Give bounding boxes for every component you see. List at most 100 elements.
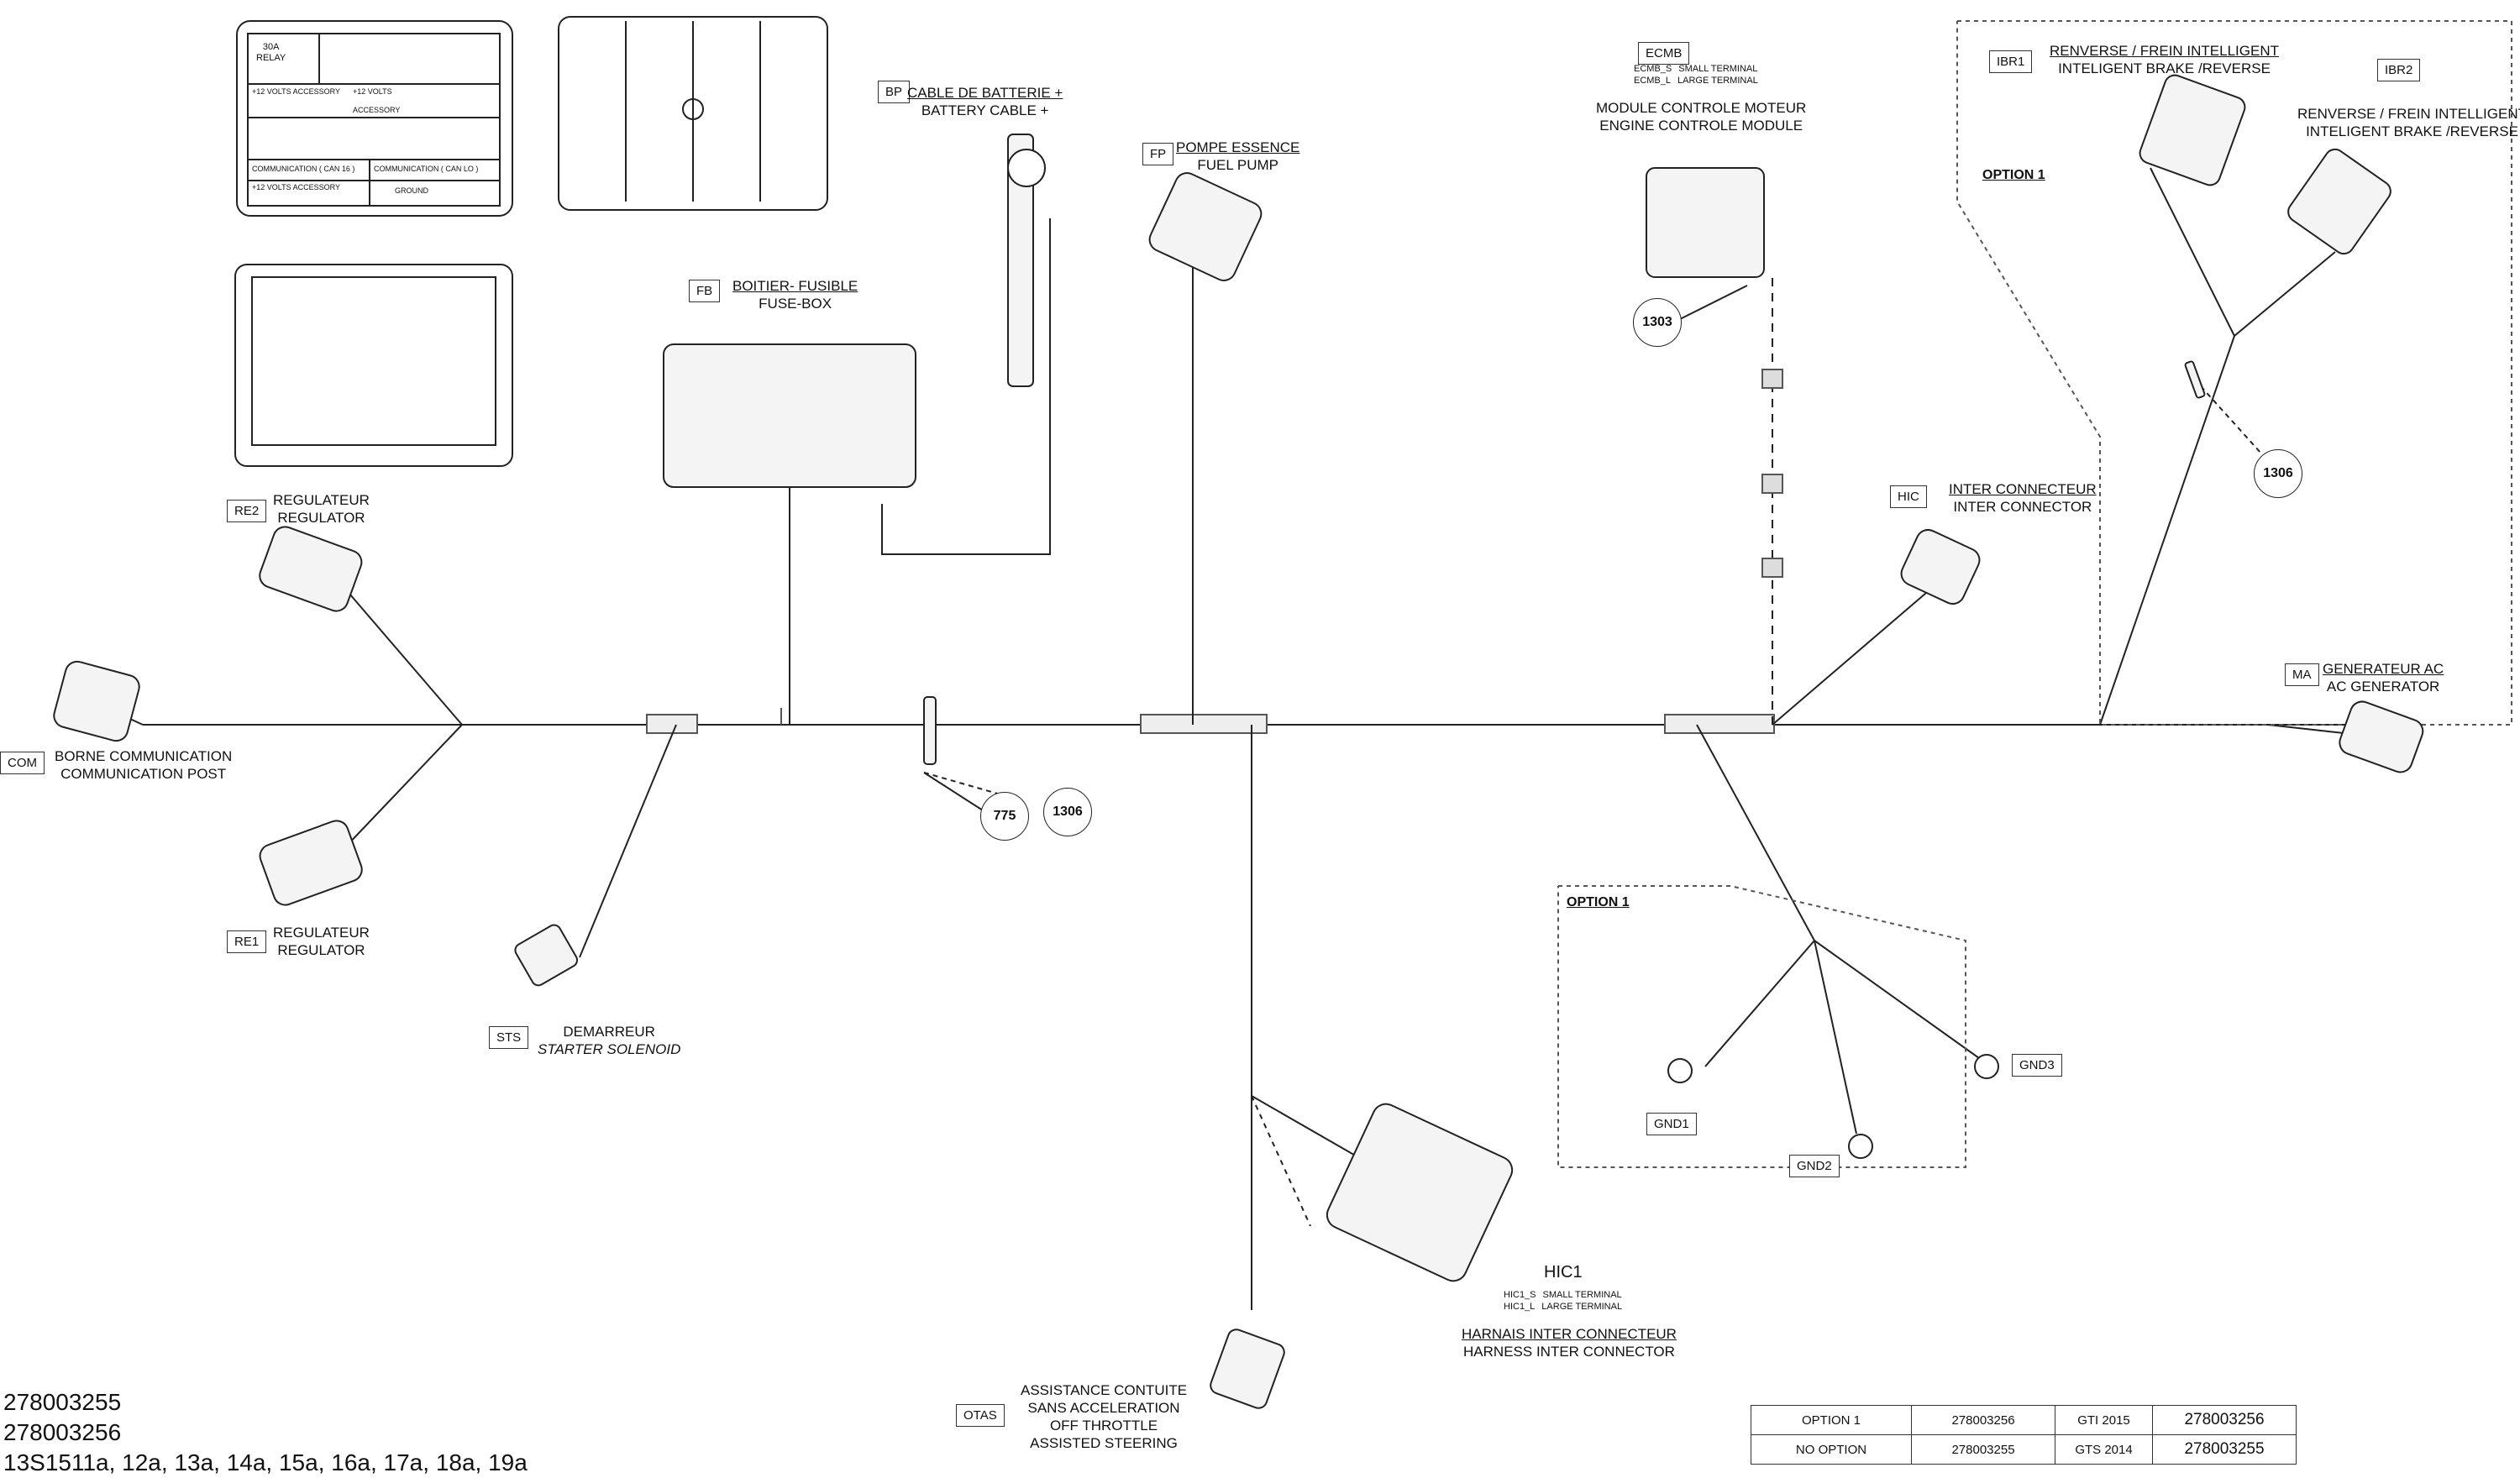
label-ecmb: MODULE CONTROLE MOTEUR ENGINE CONTROLE M… (1596, 99, 1806, 134)
fuse-box-cover (558, 16, 828, 211)
label-bp: CABLE DE BATTERIE + BATTERY CABLE + (907, 84, 1063, 119)
label-ibr2-fr: RENVERSE / FREIN INTELLIGENT (2297, 106, 2520, 122)
part-numbers: 278003255 278003256 13S1511a, 12a, 13a, … (3, 1387, 528, 1478)
code-gnd1: GND1 (1646, 1113, 1697, 1135)
label-sts-fr: DEMARREUR (563, 1024, 655, 1040)
option-label-ground: OPTION 1 (1567, 895, 1630, 909)
relay-label: 30A RELAY (256, 42, 286, 64)
label-otas-en1: OFF THROTTLE (1049, 1418, 1158, 1433)
label-hic: INTER CONNECTEUR INTER CONNECTOR (1949, 480, 2097, 516)
code-ecmb-box: ECMB (1638, 42, 1690, 65)
ecmb-s: SMALL TERMINAL (1678, 64, 1758, 74)
panel-accessory: ACCESSORY (353, 106, 401, 114)
hic1-s-code: HIC1_S (1504, 1290, 1536, 1300)
panel-comm16: COMMUNICATION ( CAN 16 ) (252, 165, 355, 173)
label-fp-fr: POMPE ESSENCE (1176, 139, 1300, 155)
label-hic1-en: HARNESS INTER CONNECTOR (1463, 1344, 1675, 1360)
callout-1303: 1303 (1633, 298, 1682, 347)
sleeve (646, 714, 698, 734)
panel-12v: +12 VOLTS (353, 87, 392, 96)
fuse-relay-panel (236, 20, 513, 217)
ref-row: OPTION 1 278003256 GTI 2015 278003256 (1751, 1405, 2297, 1435)
label-ecmb-en: ENGINE CONTROLE MODULE (1599, 118, 1803, 134)
label-ibr1-fr: RENVERSE / FREIN INTELLIGENT (2050, 43, 2279, 59)
code-fb: FB (689, 280, 721, 302)
label-com-en: COMMUNICATION POST (60, 766, 227, 782)
label-re1: REGULATEUR REGULATOR (273, 924, 370, 959)
ecmb-l-code: ECMB_L (1634, 76, 1672, 86)
hic1-s: SMALL TERMINAL (1542, 1290, 1622, 1300)
label-fb-fr: BOITIER- FUSIBLE (732, 278, 858, 294)
label-com-fr: BORNE COMMUNICATION (55, 748, 233, 764)
code-bp: BP (878, 81, 911, 103)
relay-sub: RELAY (256, 53, 286, 63)
code-re1: RE1 (227, 930, 267, 953)
starter-connector (514, 924, 579, 987)
callout-775: 775 (980, 792, 1029, 841)
callout-1306-top: 1306 (2254, 449, 2302, 498)
ibr2-connector (2287, 148, 2391, 255)
code-hic: HIC (1890, 485, 1927, 508)
part-number-1: 278003255 (3, 1389, 122, 1415)
label-ibr1: RENVERSE / FREIN INTELLIGENT INTELIGENT … (2050, 42, 2279, 77)
ref-row: NO OPTION 278003255 GTS 2014 278003255 (1751, 1434, 2297, 1465)
ref-cell: NO OPTION (1751, 1434, 1912, 1465)
label-ibr2-en: INTELIGENT BRAKE /REVERSE (2306, 123, 2518, 139)
regulator-connector-re1 (259, 820, 363, 906)
ref-cell: OPTION 1 (1751, 1405, 1912, 1435)
code-hic1: HIC1 (1544, 1263, 1583, 1281)
hic1-terminals: HIC1_S SMALL TERMINAL HIC1_L LARGE TERMINA… (1504, 1289, 1622, 1313)
code-re2: RE2 (227, 500, 267, 522)
label-ma-fr: GENERATEUR AC (2323, 661, 2444, 677)
label-otas-fr2: SANS ACCELERATION (1027, 1400, 1180, 1416)
label-hic1: HARNAIS INTER CONNECTEUR HARNESS INTER C… (1462, 1325, 1677, 1360)
label-ma: GENERATEUR AC AC GENERATOR (2323, 660, 2444, 695)
fuse-box-body (663, 343, 916, 488)
reference-table: OPTION 1 278003256 GTI 2015 278003256 NO… (1751, 1405, 2297, 1465)
ecm-connector (1646, 167, 1765, 278)
hic1-l: LARGE TERMINAL (1541, 1302, 1623, 1312)
label-ibr1-en: INTELIGENT BRAKE /REVERSE (2058, 60, 2271, 76)
label-hic-en: INTER CONNECTOR (1953, 499, 2092, 515)
panel-commlo: COMMUNICATION ( CAN LO ) (374, 165, 479, 173)
ac-generator-connector (2339, 700, 2424, 773)
ecmb-l: LARGE TERMINAL (1677, 76, 1758, 86)
hic1-l-code: HIC1_L (1504, 1302, 1536, 1312)
label-hic-fr: INTER CONNECTEUR (1949, 481, 2097, 497)
ref-cell: 278003255 (2152, 1434, 2297, 1465)
option-label-top: OPTION 1 (1982, 168, 2045, 182)
label-re2: REGULATEUR REGULATOR (273, 491, 370, 527)
label-otas: ASSISTANCE CONTUITE SANS ACCELERATION OF… (1021, 1381, 1187, 1452)
label-hic1-fr: HARNAIS INTER CONNECTEUR (1462, 1326, 1677, 1342)
ref-cell: 278003256 (1911, 1405, 2055, 1435)
label-sts: DEMARREUR STARTER SOLENOID (538, 1023, 680, 1058)
ref-cell: GTS 2014 (2055, 1434, 2153, 1465)
label-ecmb-fr: MODULE CONTROLE MOTEUR (1596, 100, 1807, 116)
part-number-2: 278003256 (3, 1419, 122, 1445)
panel-ground: GROUND (395, 186, 428, 195)
label-fb: BOITIER- FUSIBLE FUSE-BOX (732, 277, 858, 312)
ref-cell: GTI 2015 (2055, 1405, 2153, 1435)
code-gnd3: GND3 (2012, 1054, 2062, 1077)
code-sts: STS (489, 1026, 529, 1049)
code-fp: FP (1142, 143, 1174, 165)
ibr1-connector (2139, 74, 2246, 186)
panel-acc2: +12 VOLTS ACCESSORY (252, 183, 340, 191)
label-otas-fr1: ASSISTANCE CONTUITE (1021, 1382, 1188, 1398)
hic1-connector (1326, 1103, 1514, 1282)
label-otas-en2: ASSISTED STEERING (1030, 1435, 1178, 1451)
ecmb-terminals: ECMB_S SMALL TERMINAL ECMB_L LARGE TERMINA… (1634, 63, 1758, 86)
label-bp-fr: CABLE DE BATTERIE + (907, 85, 1063, 101)
label-re2-fr: REGULATEUR (273, 492, 370, 508)
fuse-box-base (234, 264, 513, 467)
panel-acc: +12 VOLTS ACCESSORY (252, 87, 340, 96)
code-com: COM (0, 752, 45, 774)
label-re2-en: REGULATOR (277, 510, 365, 526)
code-otas: OTAS (956, 1404, 1005, 1427)
label-com: BORNE COMMUNICATION COMMUNICATION POST (55, 747, 232, 783)
code-ibr2: IBR2 (2377, 59, 2421, 81)
code-ecmb: ECMB (1646, 46, 1683, 60)
ecmb-s-code: ECMB_S (1634, 64, 1672, 74)
sleeve (1664, 714, 1775, 734)
